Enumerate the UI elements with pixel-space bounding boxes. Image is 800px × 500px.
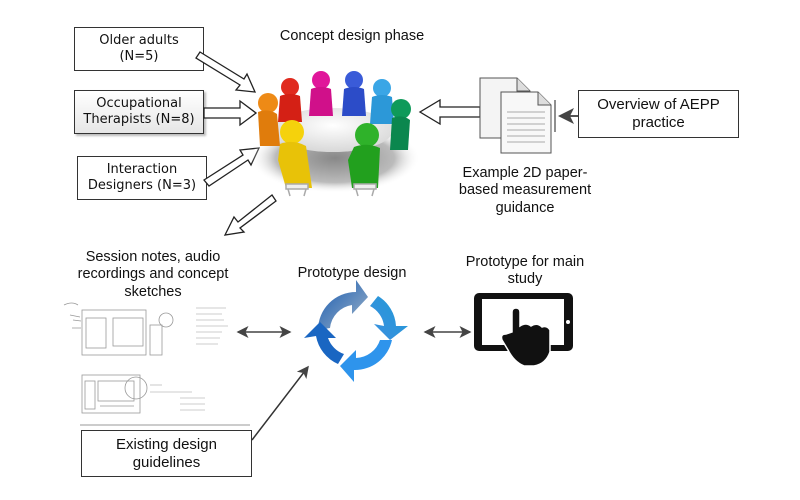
guidelines-line2: guidelines [132, 453, 201, 471]
prototype-main-label: Prototype for main study [450, 254, 600, 289]
concept-design-phase-title: Concept design phase [279, 28, 425, 44]
round-table-meeting-icon [250, 71, 420, 197]
paper-guidance-label: Example 2D paper- based measurement guid… [440, 165, 610, 217]
session-notes-label: Session notes, audio recordings and conc… [68, 249, 238, 301]
aepp-line1: Overview of AEPP [597, 96, 720, 113]
aepp-overview-box: Overview of AEPP practice [578, 90, 739, 138]
older-adults-label: Older adults [99, 33, 179, 49]
session-notes-line1: Session notes, audio [85, 249, 221, 265]
documents-icon [479, 77, 556, 154]
hollow-arrow-from-documents [418, 98, 481, 126]
session-notes-line3: sketches [124, 283, 182, 300]
interaction-designers-box: Interaction Designers (N=3) [77, 156, 207, 200]
paper-guidance-line3: guidance [495, 199, 555, 216]
older-adults-box: Older adults (N=5) [74, 27, 204, 71]
hollow-arrow-to-session-notes [223, 194, 277, 236]
prototype-main-line2: study [507, 271, 543, 288]
hollow-arrow-therapists [203, 99, 258, 127]
prototype-design-label: Prototype design [297, 265, 407, 281]
tablet-touch-icon [474, 293, 573, 367]
interaction-designers-count: Designers (N=3) [87, 178, 197, 193]
older-adults-count: (N=5) [119, 49, 159, 64]
hollow-arrow-older-adults [195, 51, 257, 93]
prototype-main-line1: Prototype for main [465, 254, 585, 270]
existing-guidelines-box: Existing design guidelines [81, 430, 252, 477]
session-notes-line2: recordings and concept [77, 266, 229, 283]
arrow-guidelines-prototype [251, 365, 309, 441]
paper-guidance-line2: based measurement [458, 182, 592, 199]
concept-sketches-image [63, 302, 250, 426]
guidelines-line1: Existing design [116, 435, 217, 453]
aepp-line2: practice [632, 114, 685, 131]
paper-guidance-line1: Example 2D paper- [462, 165, 588, 181]
interaction-designers-label: Interaction [106, 162, 178, 178]
occupational-therapists-label: Occupational [96, 96, 182, 112]
cycle-arrows-icon [304, 280, 408, 382]
occupational-therapists-count: Therapists (N=8) [83, 112, 195, 127]
